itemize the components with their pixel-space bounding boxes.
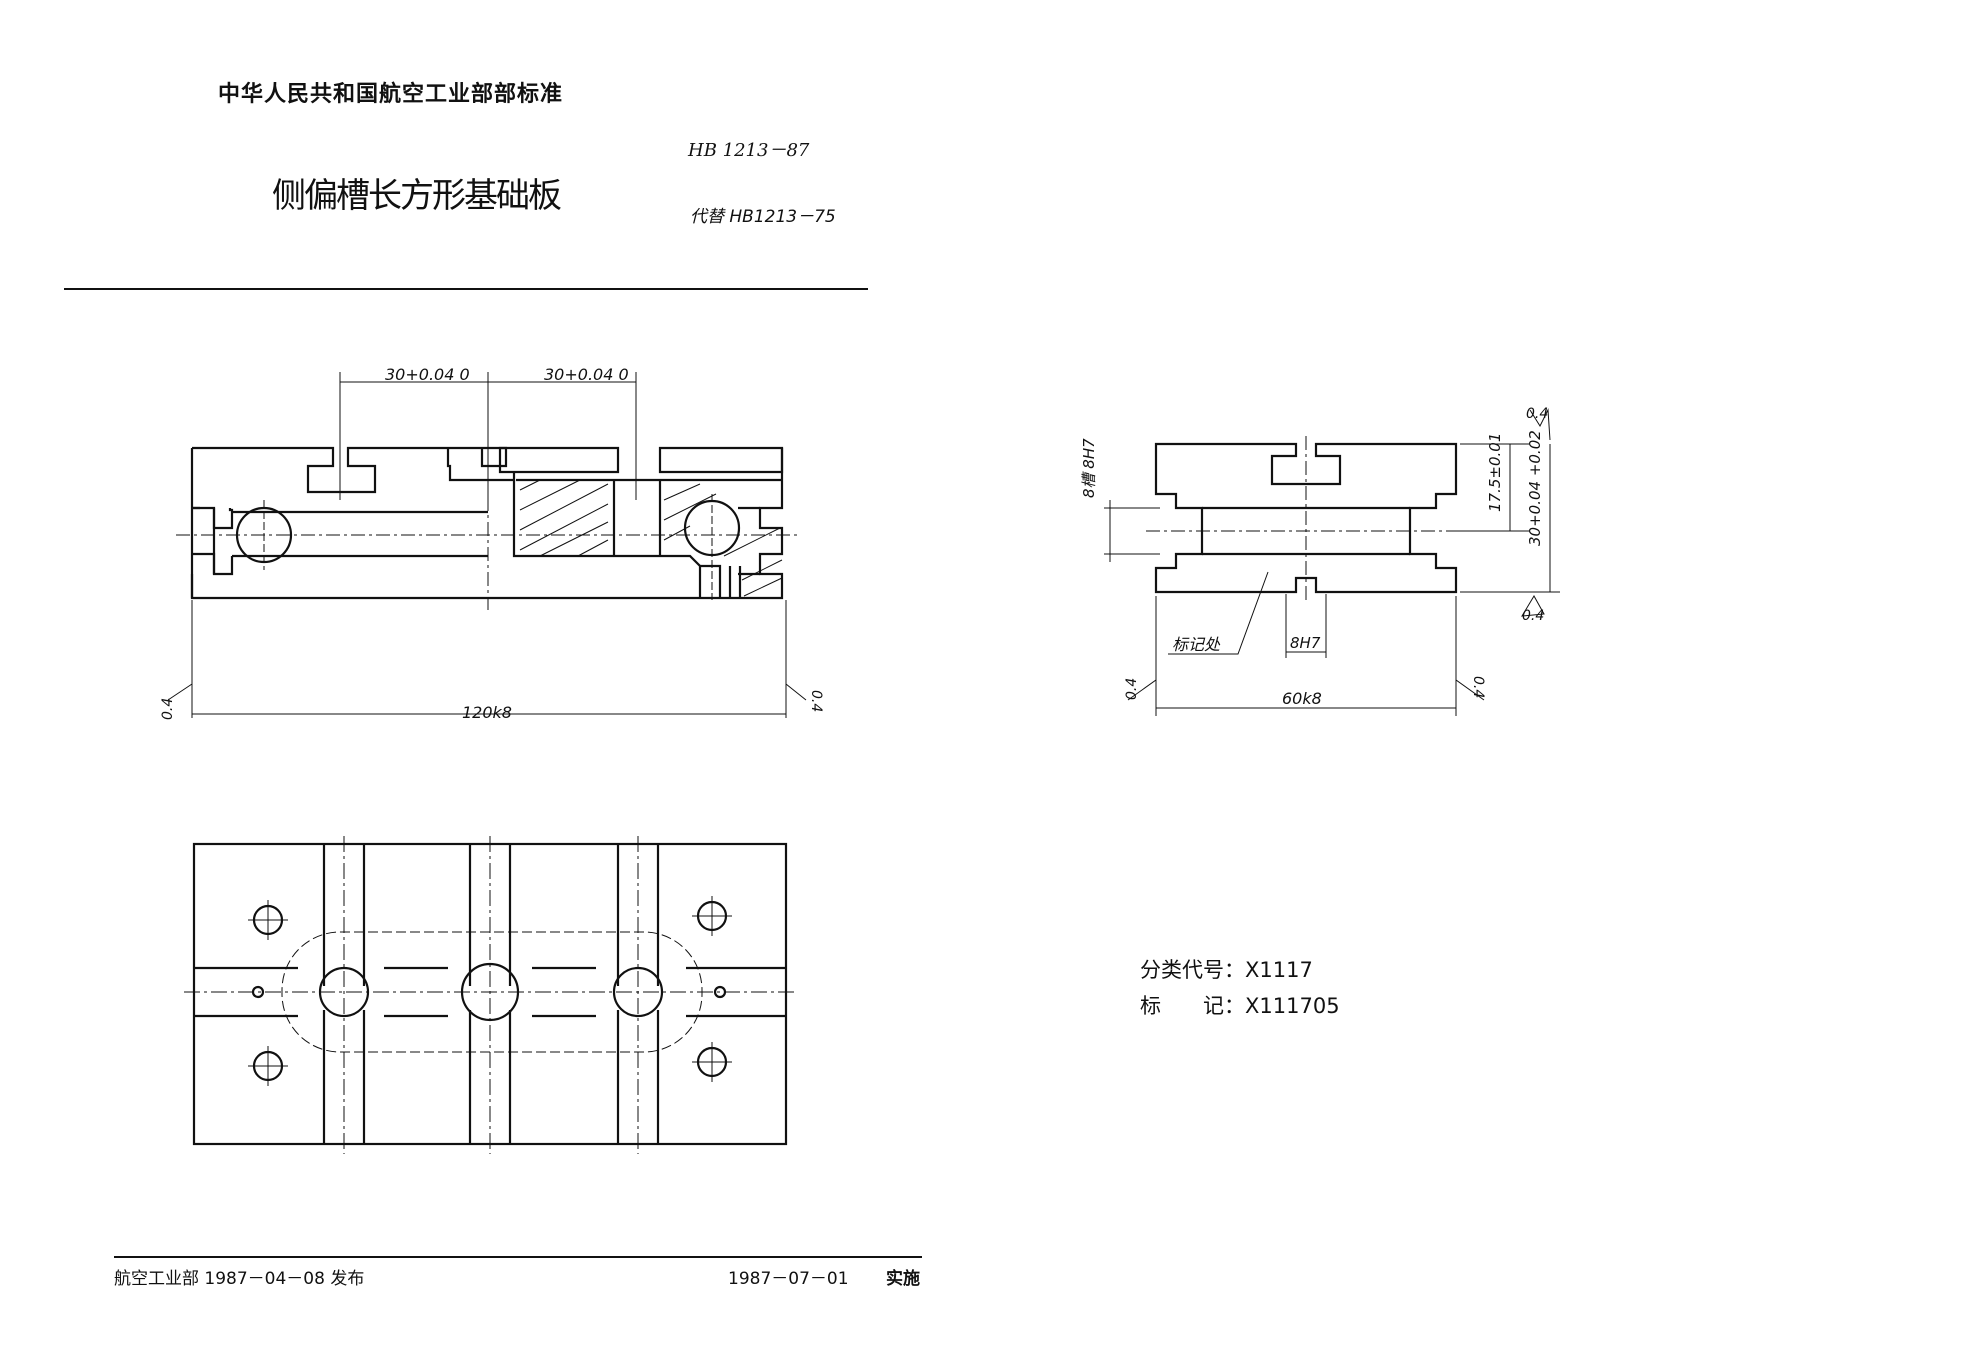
front-view [190, 446, 784, 600]
issuing-organization: 中华人民共和国航空工业部部标准 [218, 82, 564, 107]
center-hole-right [612, 966, 664, 1018]
dim-30-height: 30+0.04 +0.02 [1526, 430, 1544, 546]
dim-8h7-slot: 8槽 8H7 [1080, 438, 1098, 498]
side-view-dimensions [1104, 408, 1560, 716]
dim-60k8: 60k8 [1282, 689, 1322, 708]
classification-code-value: X1117 [1245, 958, 1313, 982]
classification-code-label: 分类代号： [1140, 958, 1245, 982]
marking-value: X111705 [1245, 994, 1340, 1018]
roughness-front-right: 0.4 [808, 690, 824, 712]
effective-date: 1987－07－01 [728, 1269, 849, 1289]
footer-rule [114, 1256, 922, 1258]
roughness-side-left: 0.4 [1124, 678, 1140, 700]
dim-8h7-bottom: 8H7 [1290, 634, 1321, 652]
plan-view-centerlines [184, 836, 796, 1154]
classification-code: 分类代号：X1117 [1140, 954, 1313, 984]
hatching [519, 479, 783, 597]
standard-number: HB 1213－87 [688, 140, 810, 161]
header-rule [64, 288, 868, 290]
dim-120k8: 120k8 [462, 703, 512, 722]
mark-location-label: 标记处 [1172, 635, 1221, 654]
replaces-standard: 代替 HB1213－75 [690, 207, 836, 227]
roughness-front-left: 0.4 [160, 698, 176, 720]
dim-30-right: 30+0.04 0 [544, 365, 629, 384]
marking-label: 标 记： [1140, 994, 1245, 1018]
issue-info: 航空工业部 1987－04－08 发布 [114, 1269, 365, 1289]
roughness-side-top: 0.4 [1526, 406, 1548, 422]
effective-label: 实施 [886, 1269, 920, 1289]
dim-30-left: 30+0.04 0 [385, 365, 470, 384]
roughness-side-bottom: 0.4 [1522, 608, 1544, 624]
document-title: 侧偏槽长方形基础板 [272, 176, 562, 216]
marking: 标 记：X111705 [1140, 990, 1340, 1020]
front-view-dimensions [167, 372, 807, 718]
dim-17-5: 17.5±0.01 [1486, 433, 1504, 512]
roughness-side-right: 0.4 [1470, 676, 1486, 698]
